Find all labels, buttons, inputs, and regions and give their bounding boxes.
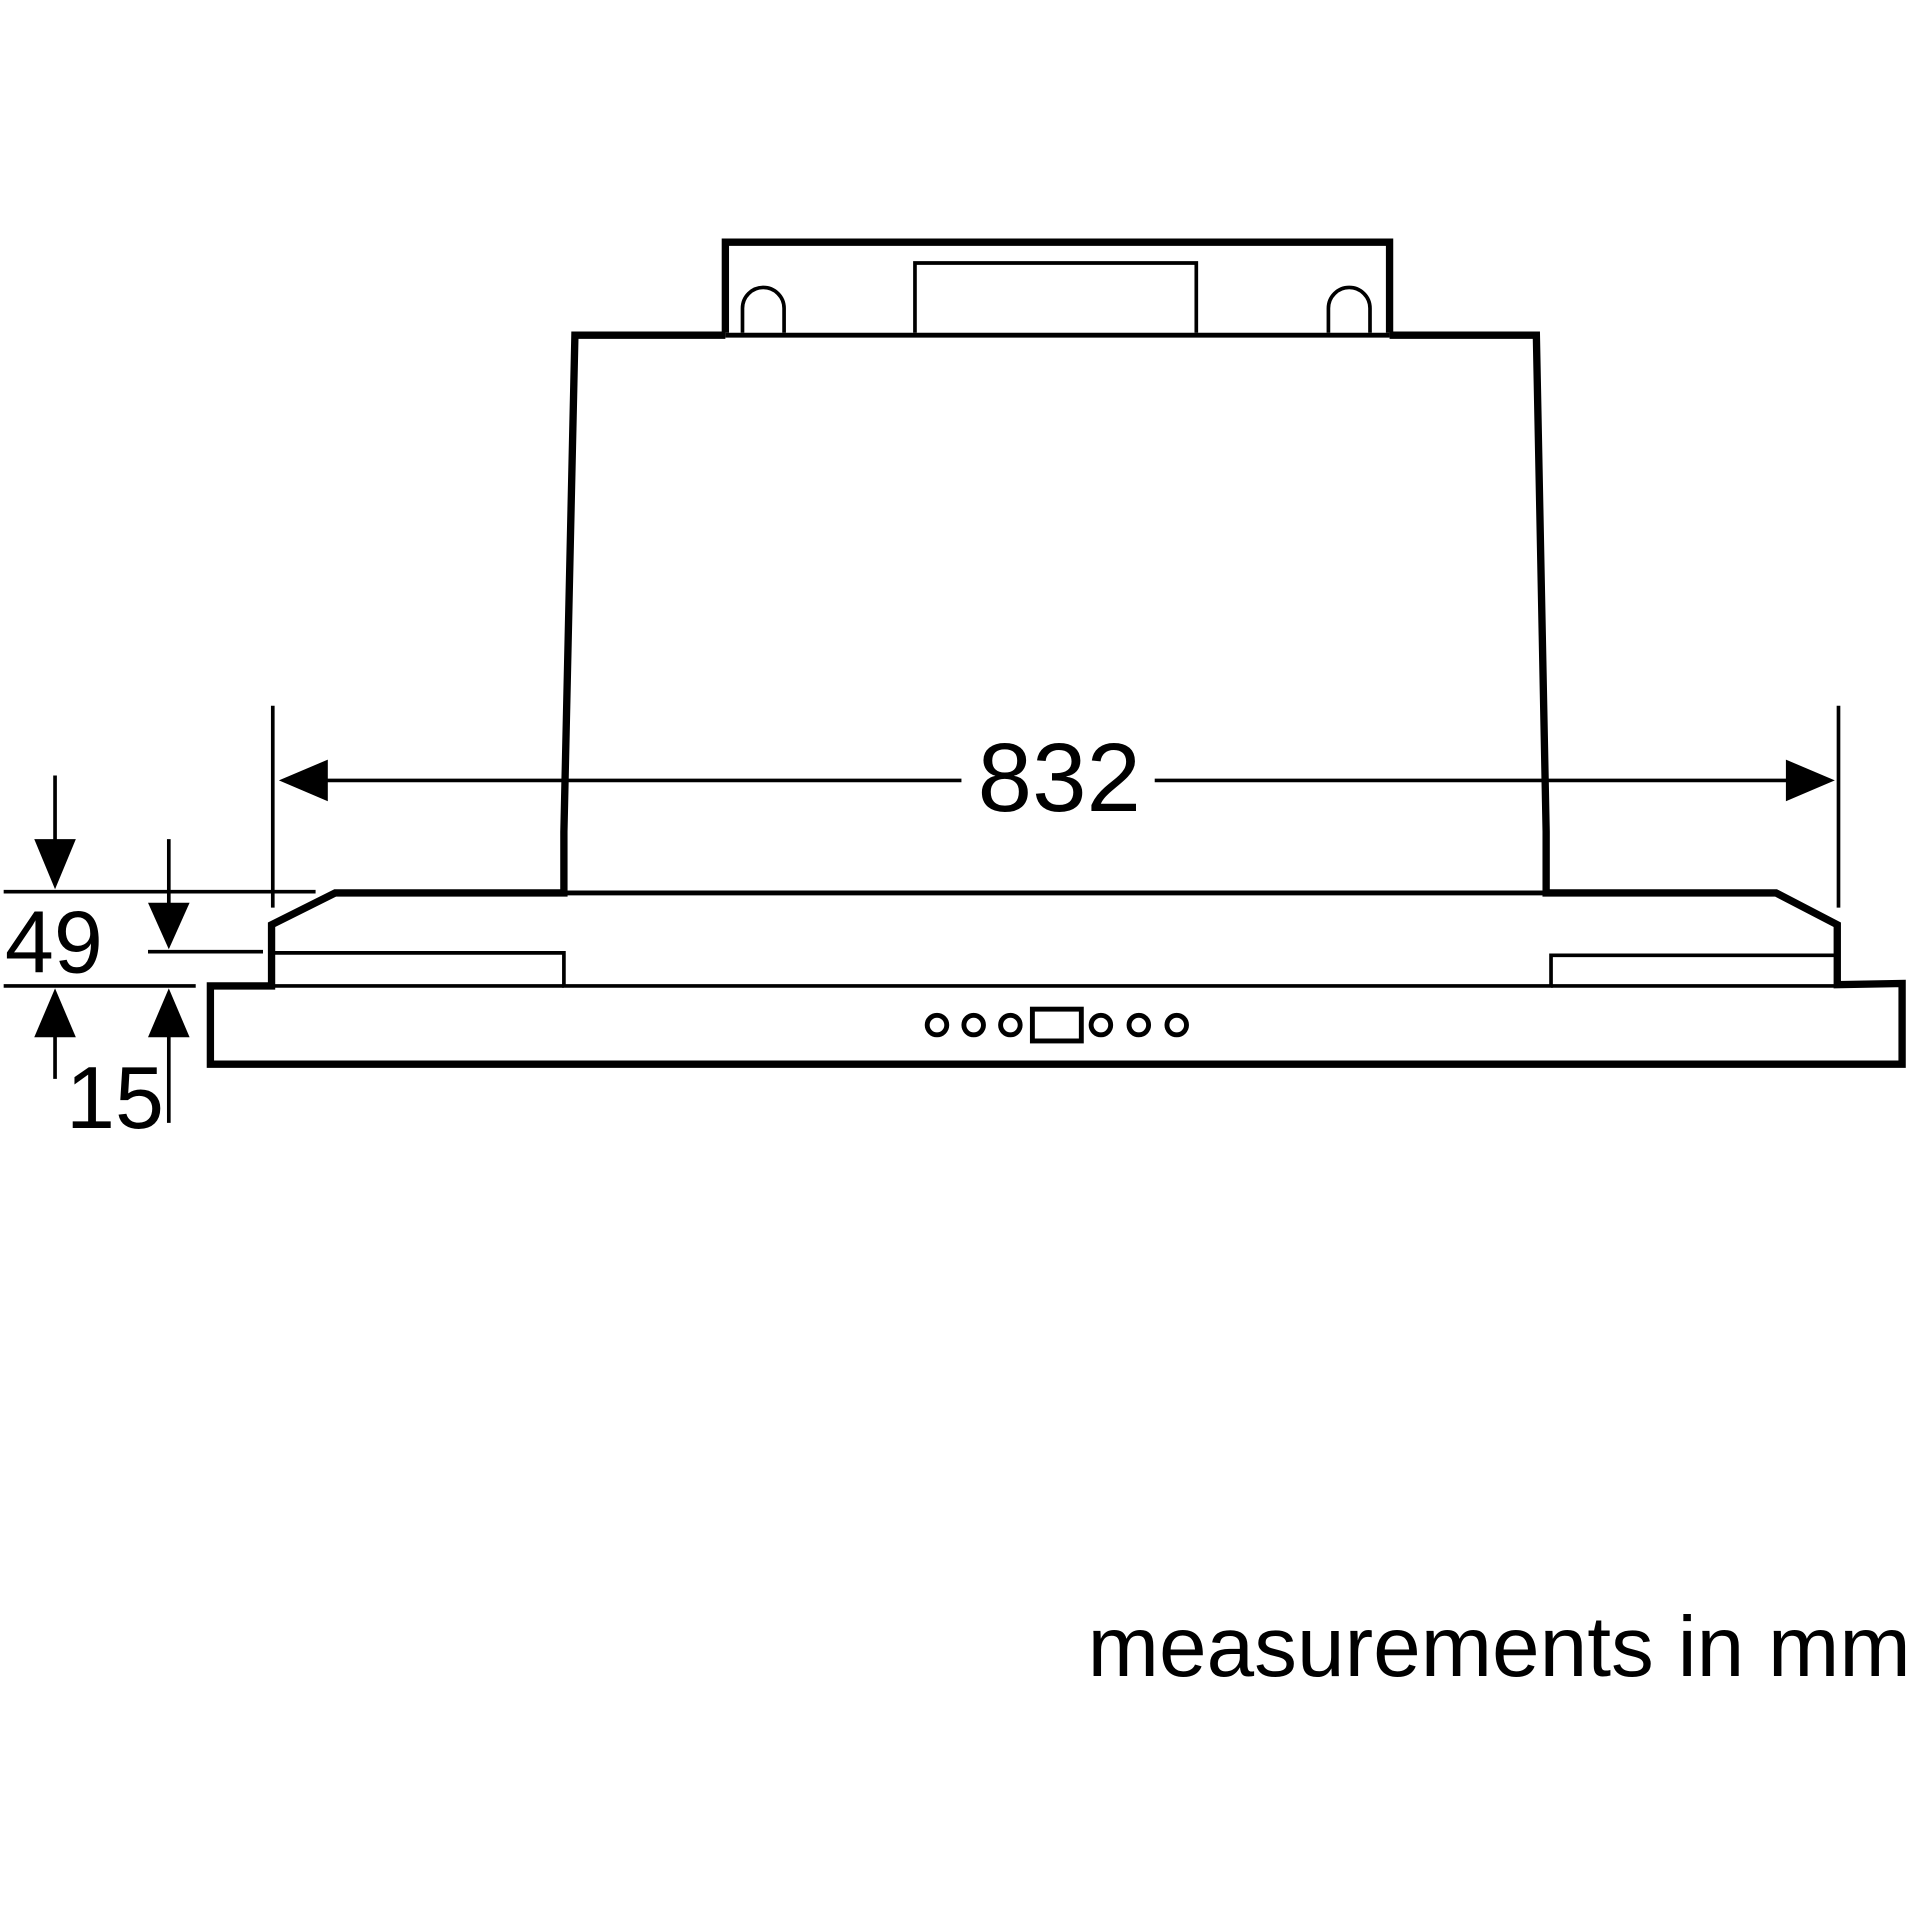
- width-dimension: [270, 705, 1841, 908]
- arrow-up-icon: [34, 988, 76, 1038]
- control-button-5: [1126, 1012, 1152, 1038]
- height-dimension: [3, 775, 316, 1123]
- panel-label: 15: [66, 1048, 164, 1147]
- display-window: [1029, 1006, 1084, 1044]
- arrow-left-icon: [278, 759, 328, 802]
- control-button-1: [924, 1012, 950, 1038]
- units-note: measurements in mm: [1088, 1599, 1911, 1695]
- control-panel: [924, 1006, 1189, 1044]
- arrow-up-icon: [148, 988, 190, 1038]
- control-button-2: [961, 1012, 986, 1038]
- control-button-3: [998, 1012, 1023, 1038]
- width-label: 832: [978, 722, 1141, 832]
- control-button-6: [1164, 1012, 1189, 1038]
- arrow-down-icon: [34, 839, 76, 890]
- hood-body: [206, 331, 1906, 1068]
- arrow-right-icon: [1785, 759, 1835, 802]
- dimension-arrowheads: [34, 759, 1835, 1038]
- control-button-4: [1088, 1012, 1114, 1038]
- mounting-bracket: [721, 238, 1394, 338]
- arrow-down-icon: [148, 902, 190, 950]
- height-label: 49: [5, 892, 103, 991]
